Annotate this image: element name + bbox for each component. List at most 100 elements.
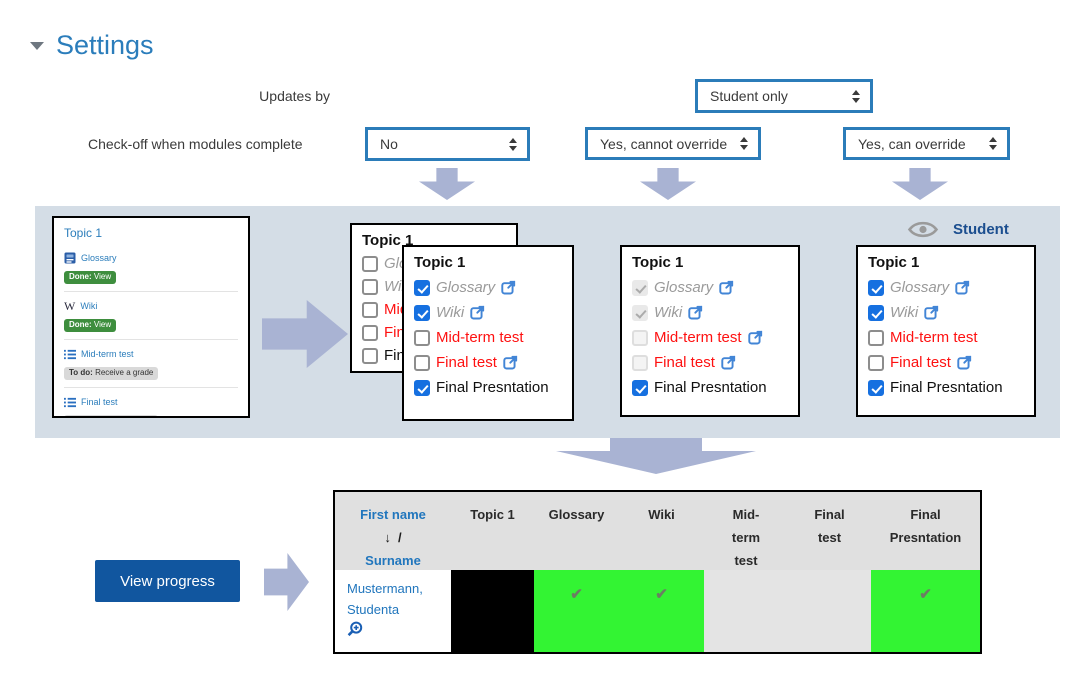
checklist-item: Mid-term test [868,329,1024,346]
checklist-item-label: Final test [436,354,497,371]
checkoff-select-no[interactable]: No [365,127,530,161]
checkbox[interactable] [362,324,378,341]
checkbox[interactable] [414,379,430,396]
checkoff-no-value: No [380,136,398,152]
course-item-link[interactable]: Wiki [80,301,98,311]
checkbox[interactable] [414,354,430,371]
course-item-wiki: W Wiki Done: View [64,298,238,332]
check-mark-icon: ✔ [919,586,932,603]
course-card: Topic 1 Glossary Done: View W Wiki Done:… [52,216,250,418]
external-link-icon[interactable] [721,355,736,370]
checkbox[interactable] [868,304,884,321]
flow-arrow-down-wide-icon [556,438,756,474]
col-header-name: First name ↓ / Surname [335,492,451,570]
checkbox[interactable] [414,329,430,346]
checklist-item-label: Final Presntation [654,379,767,396]
eye-icon [907,221,939,238]
student-name-line2: Studenta [347,602,400,618]
external-link-icon[interactable] [501,280,516,295]
updates-by-select[interactable]: Student only [695,79,873,113]
wiki-icon: W [64,299,76,313]
external-link-icon[interactable] [955,280,970,295]
checklist-item-label: Final test [654,354,715,371]
external-link-icon[interactable] [470,305,485,320]
divider [64,339,238,340]
external-link-icon[interactable] [719,280,734,295]
course-item-link[interactable]: Final test [81,397,118,407]
course-item-glossary: Glossary Done: View [64,250,238,284]
checklist-item-label: Mid-term test [890,329,978,346]
checklist-title: Topic 1 [362,232,414,249]
view-progress-button[interactable]: View progress [95,560,240,602]
glossary-icon [64,252,76,264]
checkbox[interactable] [414,304,430,321]
flow-arrow-down-icon [419,168,475,200]
checklist-item-label: Final Presntation [436,379,549,396]
flow-arrow-down-icon [640,168,696,200]
external-link-icon[interactable] [957,355,972,370]
external-link-icon[interactable] [924,305,939,320]
checklist-item: Final Presntation [414,379,562,396]
course-item-link[interactable]: Glossary [81,253,117,263]
progress-cell-finaltest [788,570,871,652]
checklist-item-label: Mid-term test [436,329,524,346]
collapse-triangle-icon[interactable] [30,41,44,50]
settings-section-header[interactable]: Settings [30,30,154,61]
checkbox[interactable] [362,347,378,364]
course-item-finaltest: Final test To do: Receive a grade [64,394,238,416]
quiz-icon [64,397,76,407]
checkbox[interactable] [868,354,884,371]
checkbox [632,279,648,296]
progress-cell-wiki: ✔ [619,570,704,652]
checklist-item-label: Final Presntation [890,379,1003,396]
flow-arrow-down-icon [892,168,948,200]
checkoff-select-cannot-override[interactable]: Yes, cannot override [585,127,761,160]
checklist-card-cannot-override: Topic 1 Glossary Wiki Mid-term test Fina… [620,245,800,417]
checkoff-cannot-override-value: Yes, cannot override [600,135,728,152]
checkbox[interactable] [868,329,884,346]
course-item-midterm: Mid-term test To do: Receive a grade [64,346,238,380]
checkbox[interactable] [414,279,430,296]
checkbox[interactable] [362,278,378,295]
course-item-link[interactable]: Mid-term test [81,349,134,359]
preview-panel: Topic 1 Glossary Done: View W Wiki Done:… [35,206,1060,438]
quiz-icon [64,349,76,359]
checklist-item: Wiki [868,304,1024,321]
checklist-item-label: Final test [890,354,951,371]
checklist-item: Wiki [632,304,788,321]
checklist-item-label: Glossary [436,279,496,296]
external-link-icon[interactable] [747,330,763,345]
check-mark-icon: ✔ [655,586,668,603]
checkbox[interactable] [362,255,378,272]
progress-cell-midterm [704,570,788,652]
sort-arrow-icon[interactable]: ↓ [384,529,391,545]
checkbox[interactable] [868,379,884,396]
checklist-item-label: Wiki [890,304,919,321]
checklist-item: Final Presntation [868,379,1024,396]
surname-sort-link[interactable]: Surname [365,552,421,568]
checkbox[interactable] [868,279,884,296]
flow-arrow-right-icon [264,553,309,611]
completion-badge: Done: View [64,271,117,284]
first-name-sort-link[interactable]: First name [360,507,426,522]
col-header-glossary: Glossary [548,507,605,522]
student-name-cell: Mustermann, Studenta [335,570,451,652]
select-caret-icon [740,137,748,150]
checklist-item: Final test [868,354,1024,371]
divider [64,291,238,292]
checkbox[interactable] [632,379,648,396]
checkoff-select-can-override[interactable]: Yes, can override [843,127,1010,160]
divider [64,387,238,388]
checkbox[interactable] [362,301,378,318]
select-caret-icon [989,137,997,150]
col-header-midterm: Mid-term test [731,507,761,568]
external-link-icon[interactable] [688,305,703,320]
checkoff-can-override-value: Yes, can override [858,135,966,152]
checklist-item: Mid-term test [414,329,562,346]
progress-cell-finalpres: ✔ [871,570,980,652]
checkbox [632,304,648,321]
external-link-icon[interactable] [503,355,518,370]
check-mark-icon: ✔ [570,586,583,603]
zoom-in-icon[interactable] [347,621,363,637]
checklist-title: Topic 1 [868,254,920,271]
